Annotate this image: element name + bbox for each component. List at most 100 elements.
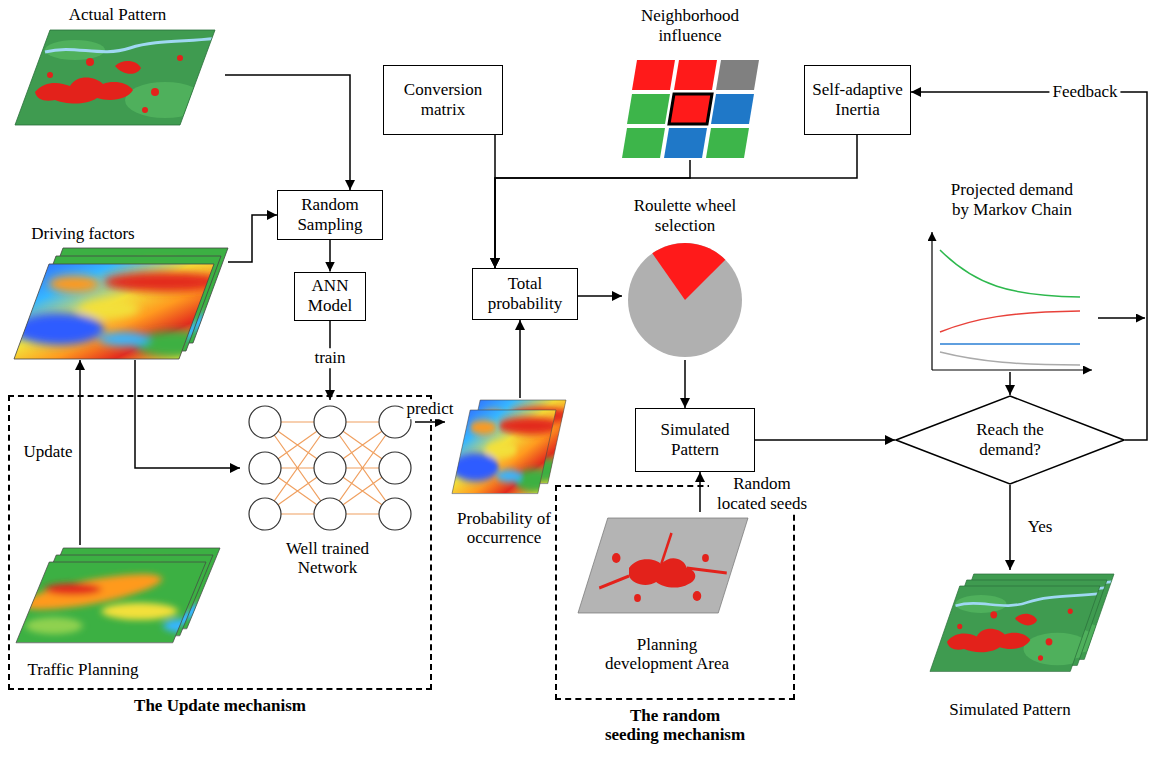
node-label: Conversion matrix — [398, 80, 488, 119]
connector — [755, 439, 895, 441]
edge-label: Yes — [1025, 517, 1056, 537]
neighborhood-grid — [622, 128, 665, 158]
connector — [415, 421, 445, 423]
node-label: Neighborhood influence — [630, 6, 750, 45]
diamond-outline — [896, 396, 1124, 484]
group-box: The random seeding mechanismPlanning dev… — [555, 485, 795, 700]
neighborhood-grid — [706, 128, 749, 158]
figure-node: Projected demand by Markov Chain — [922, 180, 1102, 372]
node-label: Total probability — [483, 274, 568, 313]
neural-network — [314, 406, 346, 438]
roulette-wheel — [652, 243, 725, 300]
edge-label: train — [311, 348, 348, 368]
figure-node: Driving factors — [10, 224, 228, 360]
actual-pattern-map — [15, 30, 220, 125]
demand-chart — [940, 352, 1080, 365]
demand-chart — [940, 250, 1080, 297]
node-label: Traffic Planning — [18, 660, 148, 680]
node-label: Simulated Pattern — [920, 700, 1100, 720]
edge-label: predict — [403, 399, 456, 419]
connector — [225, 75, 350, 190]
figure-node: Neighborhood influence — [618, 6, 762, 160]
connector — [1009, 485, 1011, 570]
probability-maps — [452, 410, 561, 494]
neighborhood-grid — [622, 60, 759, 158]
connector — [79, 360, 81, 545]
neighborhood-grid — [711, 94, 754, 124]
demand-chart — [932, 232, 1145, 370]
demand-chart — [932, 369, 1092, 370]
connector — [329, 240, 331, 272]
probability-maps — [452, 400, 571, 494]
planning-map — [578, 518, 748, 613]
process-box: Random Sampling — [277, 190, 383, 240]
traffic-planning-maps — [16, 548, 220, 643]
group-heading: The Update mechanism — [90, 696, 350, 716]
node-label: Random Sampling — [290, 195, 370, 234]
neural-network — [249, 406, 281, 438]
node-label: Actual Pattern — [28, 5, 208, 25]
figure-node: Actual Pattern — [10, 5, 225, 128]
process-box: ANN Model — [294, 272, 366, 321]
figure-node: Planning development Area — [572, 512, 762, 674]
neural-network — [379, 498, 411, 530]
node-label: Roulette wheel selection — [625, 196, 745, 235]
connector — [699, 472, 701, 512]
process-box: Conversion matrix — [383, 65, 503, 135]
neural-network — [314, 452, 346, 484]
figure-node: Simulated Pattern — [912, 570, 1108, 720]
actual-pattern-map — [15, 30, 220, 125]
node-label: Projected demand by Markov Chain — [945, 180, 1080, 219]
neural-network — [379, 452, 411, 484]
neighborhood-grid — [664, 128, 707, 158]
node-label: Self-adaptive Inertia — [808, 80, 908, 119]
neighborhood-grid — [627, 94, 670, 124]
decision-diamond: Reach the demand? — [895, 395, 1125, 485]
connector — [578, 295, 622, 297]
driving-factor-maps — [14, 264, 224, 359]
driving-factor-maps — [14, 248, 228, 359]
neural-network — [249, 452, 281, 484]
figure-node: Traffic Planning — [12, 545, 217, 680]
connector — [1009, 372, 1011, 395]
node-label: Well trained Network — [278, 539, 378, 578]
connector — [684, 360, 686, 408]
connector — [228, 215, 277, 262]
edge-label: Random located seeds — [709, 474, 815, 513]
simulated-maps — [930, 586, 1104, 672]
edge-label: Feedback — [1049, 82, 1120, 102]
neighborhood-grid — [716, 60, 759, 90]
roulette-wheel — [628, 243, 742, 357]
node-label: Simulated Pattern — [655, 420, 735, 459]
node-label: Reach the demand? — [970, 420, 1050, 459]
demand-chart — [1098, 317, 1145, 319]
edge-label: Update — [20, 442, 75, 462]
roulette-wheel — [628, 243, 742, 357]
figure-node: Well trained Network — [240, 400, 415, 578]
group-box: The Update mechanismWell trained Network… — [8, 395, 432, 690]
process-box: Total probability — [472, 268, 578, 320]
figure-node: Roulette wheel selection — [622, 196, 748, 360]
simulated-maps — [930, 574, 1118, 672]
group-heading: The random seeding mechanism — [601, 706, 749, 745]
neighborhood-grid — [674, 60, 717, 90]
node-label: Probability of occurrence — [448, 509, 560, 548]
node-label: ANN Model — [303, 276, 358, 315]
connector — [135, 360, 240, 468]
neighborhood-grid — [632, 60, 675, 90]
demand-chart — [931, 232, 932, 370]
demand-chart — [940, 311, 1080, 332]
neural-network — [249, 406, 411, 530]
process-box: Simulated Pattern — [635, 408, 755, 472]
planning-map — [578, 518, 748, 613]
process-box: Self-adaptive Inertia — [804, 65, 911, 135]
connector — [495, 135, 857, 268]
node-label: Planning development Area — [597, 635, 737, 674]
demand-chart — [940, 343, 1080, 345]
connector — [519, 320, 521, 398]
